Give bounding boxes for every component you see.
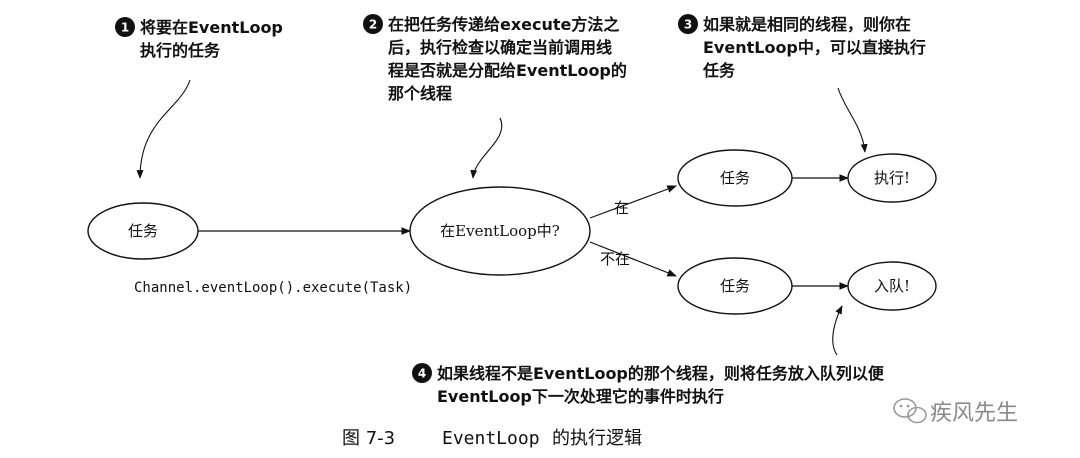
badge-2-number: 2 [369, 18, 377, 32]
node-enqueue-label: 入队! [874, 277, 910, 295]
node-task-start-label: 任务 [128, 222, 158, 240]
node-execute-label: 执行! [874, 169, 910, 187]
badge-4 [412, 363, 432, 383]
annotation-3-line-3: 任务 [702, 61, 736, 80]
annotation-3-line-2: EventLoop中，可以直接执行 [703, 38, 926, 57]
node-in-event-loop: 在EventLoop中? [409, 186, 591, 276]
badge-1-number: 1 [121, 21, 129, 35]
node-task-yes: 任务 [677, 149, 793, 207]
callout-arrow-1 [136, 79, 191, 179]
annotation-2-line-1: 在把任务传递给execute方法之 [388, 15, 619, 34]
badge-3-number: 3 [684, 18, 692, 32]
annotation-1-line-2: 执行的任务 [140, 41, 221, 60]
annotation-4: 4 如果线程不是EventLoop的那个线程，则将任务放入队列以便 EventL… [412, 363, 885, 406]
caption-figure-number: 图 7-3 [342, 428, 395, 449]
annotation-3-line-1: 如果就是相同的线程，则你在 [703, 15, 911, 34]
badge-3 [678, 14, 698, 34]
badge-4-number: 4 [418, 367, 426, 381]
annotation-4-line-1: 如果线程不是EventLoop的那个线程，则将任务放入队列以便 [437, 364, 885, 383]
annotation-2: 2 在把任务传递给execute方法之 后，执行检查以确定当前调用线 程是否就是… [363, 14, 627, 103]
badge-1 [115, 17, 135, 37]
node-in-event-loop-label: 在EventLoop中? [440, 222, 560, 240]
node-task-yes-label: 任务 [720, 169, 750, 187]
wechat-icon [893, 398, 927, 424]
callout-arrow-2 [470, 117, 503, 179]
node-task-no: 任务 [677, 257, 793, 315]
edge-yes [589, 185, 677, 219]
caption-title-rest: 的执行逻辑 [552, 428, 642, 449]
node-enqueue: 入队! [847, 261, 937, 311]
watermark: 疾风先生 [893, 398, 1018, 426]
node-task-start: 任务 [87, 202, 199, 260]
annotation-2-line-3: 程是否就是分配给EventLoop的 [388, 61, 627, 80]
badge-2 [363, 14, 383, 34]
node-task-no-label: 任务 [720, 277, 750, 295]
node-execute: 执行! [847, 153, 937, 203]
edge-no [589, 241, 677, 277]
code-snippet: Channel.eventLoop().execute(Task) [134, 280, 412, 296]
callout-arrow-3 [837, 87, 868, 153]
annotation-1: 1 将要在EventLoop 执行的任务 [115, 17, 283, 60]
caption-title-mono: EventLoop [442, 428, 540, 449]
annotation-1-line-1: 将要在EventLoop [140, 18, 283, 37]
edge-no-label: 不在 [600, 250, 630, 268]
watermark-text: 疾风先生 [930, 401, 1018, 426]
annotation-4-line-2: EventLoop下一次处理它的事件时执行 [437, 387, 724, 406]
annotation-2-line-2: 后，执行检查以确定当前调用线 [388, 38, 612, 57]
edge-yes-label: 在 [614, 199, 629, 217]
callout-arrow-4 [832, 305, 843, 356]
annotation-3: 3 如果就是相同的线程，则你在 EventLoop中，可以直接执行 任务 [678, 14, 926, 80]
figure-caption: 图 7-3 EventLoop 的执行逻辑 [342, 428, 642, 449]
annotation-2-line-4: 那个线程 [388, 84, 452, 103]
